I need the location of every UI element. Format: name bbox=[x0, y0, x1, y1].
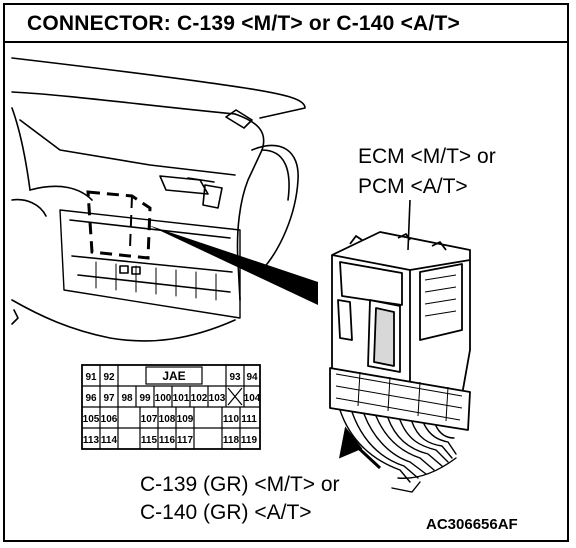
pinout-labels: JAE 91 92 93 94 95 96 97 98 99 100 101 1… bbox=[83, 369, 261, 446]
figure-id: AC306656AF bbox=[426, 516, 518, 533]
pin-label: 91 bbox=[85, 372, 97, 383]
pin-label: 92 bbox=[103, 372, 115, 383]
wire-harness bbox=[339, 409, 457, 493]
pin-label: 99 bbox=[139, 393, 151, 404]
pin-label: 105 bbox=[83, 414, 100, 425]
pin-label: 108 bbox=[159, 414, 176, 425]
ecm-label-line1: ECM <M/T> or bbox=[358, 145, 496, 168]
pin-label: 97 bbox=[103, 393, 115, 404]
ecm-unit bbox=[329, 231, 471, 431]
pin-label: 113 bbox=[83, 435, 100, 446]
connector-label-line2: C-140 (GR) <A/T> bbox=[140, 501, 312, 524]
ecm-location-outline bbox=[86, 190, 152, 260]
pin-label: 116 bbox=[159, 435, 176, 446]
pin-label: 106 bbox=[101, 414, 118, 425]
pin-label: 111 bbox=[241, 414, 257, 425]
pin-label: 102 bbox=[191, 393, 208, 404]
pin-label: 100 bbox=[155, 393, 172, 404]
pin-label: 119 bbox=[241, 435, 258, 446]
pin-label: 93 bbox=[229, 372, 241, 383]
pin-label: 107 bbox=[141, 414, 158, 425]
harness-arrow bbox=[338, 426, 382, 470]
ecm-label-line2: PCM <A/T> bbox=[358, 175, 468, 198]
connector-pinout bbox=[81, 364, 261, 450]
pin-label: 103 bbox=[209, 393, 226, 404]
pin-label: 109 bbox=[177, 414, 194, 425]
connector-code: JAE bbox=[162, 369, 185, 383]
diagram-frame: CONNECTOR: C-139 <M/T> or C-140 <A/T> bbox=[3, 3, 569, 542]
pin-label: 114 bbox=[101, 435, 118, 446]
pin-label: 96 bbox=[85, 393, 97, 404]
pin-label: 101 bbox=[173, 393, 190, 404]
pin-label: 94 bbox=[246, 372, 258, 383]
dashboard-sketch bbox=[11, 57, 306, 342]
title-bar: CONNECTOR: C-139 <M/T> or C-140 <A/T> bbox=[5, 5, 567, 43]
ecm-leader-line bbox=[407, 199, 411, 251]
pin-label: 117 bbox=[177, 435, 194, 446]
location-pointer bbox=[148, 225, 318, 305]
pin-label: 110 bbox=[223, 414, 240, 425]
connector-label-line1: C-139 (GR) <M/T> or bbox=[140, 473, 340, 496]
pin-label: 98 bbox=[121, 393, 133, 404]
pin-label: 118 bbox=[223, 435, 240, 446]
diagram-title: CONNECTOR: C-139 <M/T> or C-140 <A/T> bbox=[27, 12, 460, 35]
pin-label: 115 bbox=[141, 435, 158, 446]
pin-label: 104 bbox=[244, 393, 261, 404]
